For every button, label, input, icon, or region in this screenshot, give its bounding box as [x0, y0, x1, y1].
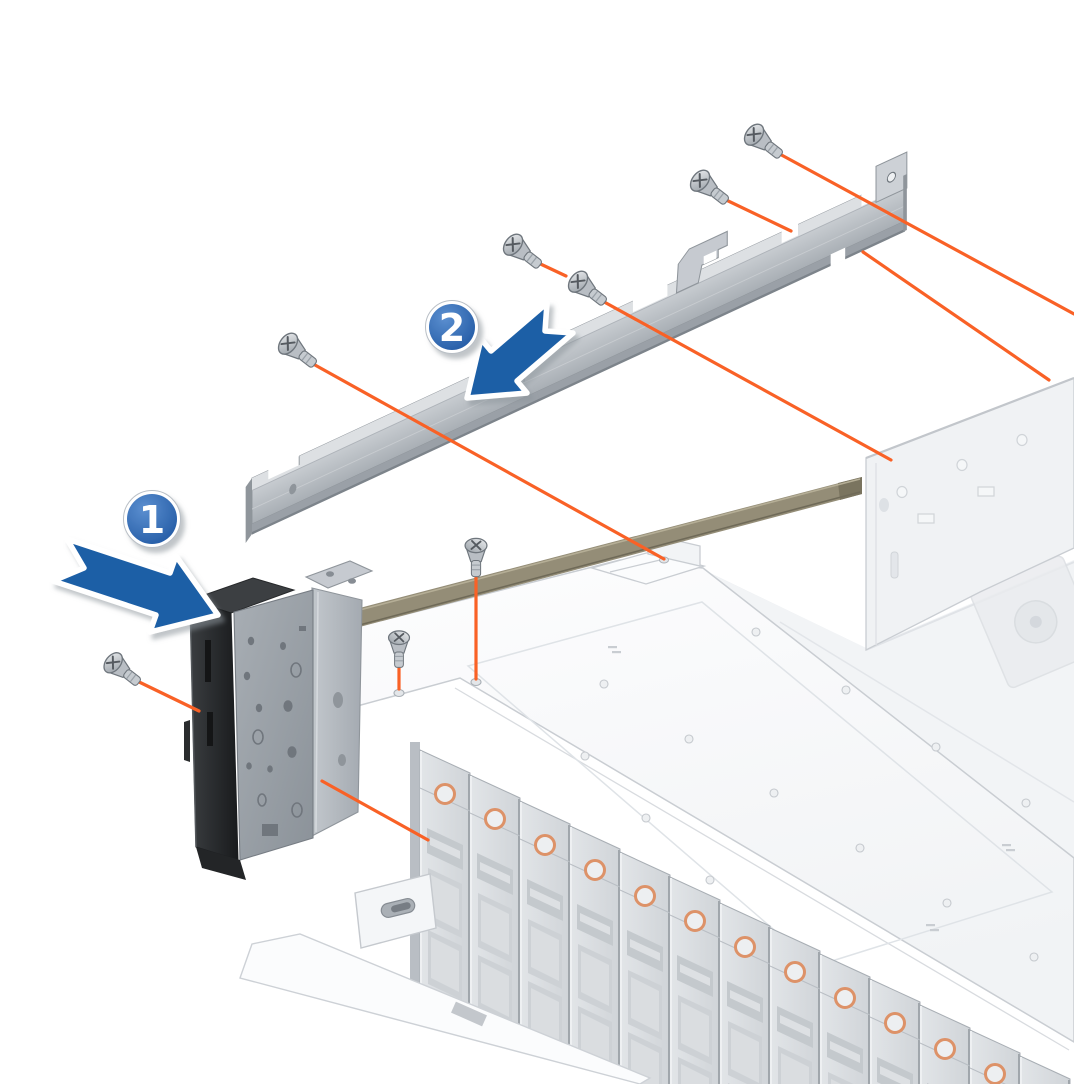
sill-label-mark — [451, 1001, 487, 1027]
chassis-interior — [700, 555, 1074, 858]
bracket-top-notch — [632, 284, 668, 313]
mounting-ear — [354, 873, 437, 949]
control-panel-cable — [351, 477, 862, 629]
step-1-callout: 1 — [123, 490, 181, 548]
screw-leader-lines — [133, 150, 1074, 842]
chassis-top-cover — [343, 533, 1074, 1051]
module-bottom-lip — [196, 847, 246, 880]
keyhole-slot — [380, 897, 416, 919]
step-1-number: 1 — [139, 498, 165, 542]
drive-carrier — [618, 850, 672, 1084]
screw-icon — [739, 119, 789, 166]
fan-module-faded — [970, 555, 1074, 689]
screw-icon — [464, 537, 488, 578]
screw-icon — [498, 229, 548, 276]
drive-carrier — [918, 1003, 972, 1084]
chassis-side-wall — [865, 376, 1074, 652]
direction-arrow-step1 — [50, 536, 221, 635]
bracket-end-flange — [875, 151, 908, 204]
bracket-screw-slot — [781, 223, 799, 244]
drive-carrier — [568, 824, 622, 1084]
module-plate-holes — [243, 626, 306, 836]
drive-carrier — [768, 926, 822, 1084]
module-front-bezel — [189, 599, 239, 861]
bracket-left-step — [268, 455, 300, 480]
step-2-callout: 2 — [425, 300, 479, 354]
cover-vent-marks — [608, 646, 1015, 932]
left-control-panel-module — [184, 560, 374, 880]
control-panel-cage — [304, 560, 374, 837]
module-side-plate — [233, 589, 314, 861]
bracket-hook — [675, 230, 728, 294]
support-bracket — [245, 151, 908, 543]
chassis-front-sill — [235, 873, 652, 1084]
screw-icon — [563, 266, 613, 313]
screw-icon — [99, 648, 147, 693]
step-2-number: 2 — [439, 306, 465, 350]
drive-carrier — [718, 901, 772, 1084]
drive-carrier — [868, 977, 922, 1084]
screw-icon — [685, 165, 735, 212]
drive-carrier — [1018, 1054, 1072, 1084]
drive-carrier — [968, 1028, 1022, 1084]
drive-carrier — [818, 952, 872, 1084]
drive-bay-array — [410, 742, 1072, 1084]
screw-icon — [273, 328, 323, 375]
bracket-screw-slot — [830, 247, 846, 267]
direction-arrow-step2 — [464, 300, 576, 401]
drive-carrier — [668, 875, 722, 1084]
